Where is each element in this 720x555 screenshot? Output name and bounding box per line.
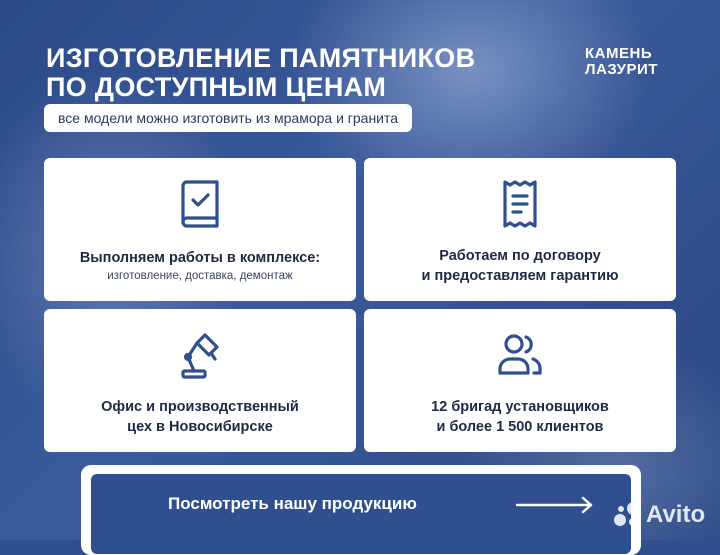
users-icon (498, 334, 542, 375)
card-title: 12 бригад установщиков и более 1 500 кли… (364, 397, 676, 437)
avito-text: Avito (646, 501, 706, 528)
card-subtitle: изготовление, доставка, демонтаж (107, 270, 293, 282)
arrow-right-icon[interactable] (515, 494, 595, 516)
card-title-line-1: 12 бригад установщиков (431, 399, 609, 415)
card-title-line-2: цех в Новосибирске (127, 419, 273, 435)
receipt-icon (503, 180, 537, 228)
card-title-line-2: и предоставляем гарантию (421, 268, 619, 284)
feature-card-contract: Работаем по договору и предоставляем гар… (364, 158, 676, 301)
avito-logo-icon (612, 500, 642, 530)
book-check-icon (181, 180, 219, 228)
card-title: Выполняем работы в комплексе: (79, 250, 321, 266)
brand-logo: КАМЕНЬ ЛАЗУРИТ (585, 46, 658, 78)
card-title-line-1: Офис и производственный (101, 399, 299, 415)
avito-watermark: Avito (612, 500, 705, 530)
view-products-label[interactable]: Посмотреть нашу продукцию (168, 494, 417, 513)
feature-card-complex-works: Выполняем работы в комплексе: изготовлен… (44, 158, 356, 301)
subtitle-badge: все модели можно изготовить из мрамора и… (44, 104, 413, 132)
feature-card-office: Офис и производственный цех в Новосибирс… (44, 309, 356, 452)
card-title-line-2: и более 1 500 клиентов (436, 419, 604, 435)
desk-lamp-icon (181, 333, 219, 379)
page-title: ИЗГОТОВЛЕНИЕ ПАМЯТНИКОВ ПО ДОСТУПНЫМ ЦЕН… (46, 44, 475, 102)
title-line-1: ИЗГОТОВЛЕНИЕ ПАМЯТНИКОВ (46, 43, 476, 73)
card-title-line-1: Работаем по договору (439, 248, 601, 264)
brand-line-2: ЛАЗУРИТ (585, 61, 658, 78)
title-line-2: ПО ДОСТУПНЫМ ЦЕНАМ (46, 72, 387, 102)
card-title: Офис и производственный цех в Новосибирс… (44, 397, 356, 437)
feature-card-teams: 12 бригад установщиков и более 1 500 кли… (364, 309, 676, 452)
card-title: Работаем по договору и предоставляем гар… (364, 246, 676, 286)
brand-line-1: КАМЕНЬ (585, 45, 653, 62)
